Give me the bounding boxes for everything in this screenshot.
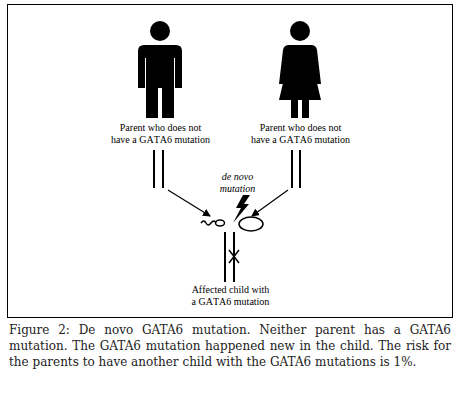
annotation-label: de novo mutation: [215, 171, 260, 195]
chromosome: [153, 150, 155, 188]
sperm-head: [216, 220, 225, 226]
figure-caption: Figure 2: De novo GATA6 mutation. Neithe…: [9, 322, 451, 370]
chromosome: [224, 232, 226, 282]
node-label: Affected child with a GATA6 mutation: [190, 284, 271, 308]
egg-cell: [239, 217, 263, 231]
parent-figure: Parent who does not have a GATA6 mutatio…: [250, 14, 351, 190]
chromosome: [291, 150, 293, 188]
person-head: [150, 21, 170, 41]
child-figure: Affected child with a GATA6 mutation: [190, 216, 271, 310]
figure-frame: [8, 5, 453, 318]
mutation-mark: [229, 250, 239, 263]
chromosome: [162, 150, 164, 188]
node-label: Parent who does not have a GATA6 mutatio…: [110, 122, 211, 146]
mutation-mark: [229, 250, 239, 263]
inheritance-arrow: [168, 190, 210, 216]
sperm-tail: [201, 221, 216, 225]
parent-figure: Parent who does not have a GATA6 mutatio…: [110, 14, 211, 190]
person-silhouette: [279, 45, 321, 118]
inheritance-arrow: [252, 190, 288, 216]
node-label: Parent who does not have a GATA6 mutatio…: [250, 122, 351, 146]
person-head: [290, 21, 310, 41]
chromosome: [299, 150, 301, 188]
person-silhouette: [138, 45, 182, 118]
